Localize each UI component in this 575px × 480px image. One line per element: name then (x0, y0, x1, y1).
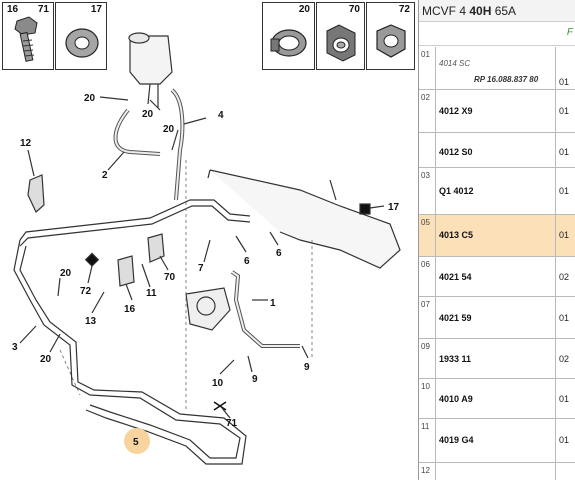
callout-9a: 9 (252, 374, 258, 385)
thumbnail-bolt-num-left: 16 (7, 4, 19, 15)
thumbnail-clamp-num: 20 (298, 4, 310, 15)
row-index: 09 (419, 339, 436, 378)
thumbnail-bolt-num-right: 71 (37, 4, 49, 15)
bolt-icon (14, 16, 38, 62)
part-row-10[interactable]: 12 (419, 463, 575, 480)
callout-6a: 6 (276, 248, 282, 259)
header-prefix: MCVF 4 (422, 4, 470, 18)
hose-clamp-icon (270, 29, 307, 57)
callout-2: 2 (102, 170, 108, 181)
row-index: 03 (419, 168, 436, 214)
callout-16: 16 (124, 304, 136, 315)
callout-1: 1 (270, 298, 276, 309)
parts-header: MCVF 4 40H 65A (419, 0, 575, 22)
row-index: 07 (419, 297, 436, 338)
row-note: 4014 SC (439, 59, 471, 68)
hose-assembly-drawing: 20 20 20 4 2 12 17 6 6 7 20 72 13 16 11 … (12, 32, 401, 465)
thumbnail-clamp[interactable]: 20 (262, 2, 315, 70)
row-index: 11 (419, 419, 436, 462)
part-row-1[interactable]: 02 4012 X9 01 (419, 90, 575, 133)
row-index: 10 (419, 379, 436, 418)
row-code: 4019 G4 (439, 435, 474, 445)
parts-diagram[interactable]: 16 71 17 20 70 (0, 0, 417, 480)
callout-20e: 20 (40, 354, 52, 365)
parts-list-panel: MCVF 4 40H 65A F 01 4014 SC RP 16.088.83… (418, 0, 575, 480)
callout-20a: 20 (84, 93, 96, 104)
thumbnail-washer[interactable]: 17 (55, 2, 107, 70)
row-code: 4021 59 (439, 313, 472, 323)
callout-4: 4 (218, 110, 224, 121)
subheader-flag: F (566, 27, 573, 38)
callout-5: 5 (133, 437, 139, 448)
part-row-5[interactable]: 06 4021 54 02 (419, 257, 575, 297)
callout-3: 3 (12, 342, 18, 353)
parts-subheader: F (419, 22, 575, 46)
row-code: 4010 A9 (439, 394, 473, 404)
row-code: 4013 C5 (439, 230, 474, 240)
callout-7: 7 (198, 263, 204, 274)
row-qty: 01 (555, 419, 575, 462)
row-code: 4012 X9 (439, 106, 473, 116)
part-row-0[interactable]: 01 4014 SC RP 16.088.837 80 01 (419, 47, 575, 90)
thumbnail-washer-num: 17 (90, 4, 102, 15)
row-qty: 01 (555, 379, 575, 418)
row-qty: 01 (555, 90, 575, 132)
callout-72: 72 (80, 286, 92, 297)
callout-13: 13 (85, 316, 97, 327)
part-row-8[interactable]: 10 4010 A9 01 (419, 379, 575, 419)
row-index: 01 (419, 47, 436, 89)
callout-numbers: 20 20 20 4 2 12 17 6 6 7 20 72 13 16 11 … (12, 93, 400, 448)
header-suffix: 65A (491, 4, 517, 18)
callout-12: 12 (20, 138, 32, 149)
row-qty: 01 (555, 47, 575, 89)
row-qty: 01 (555, 168, 575, 214)
callout-20c: 20 (163, 124, 175, 135)
row-qty: 01 (555, 215, 575, 256)
thumbnail-bolt[interactable]: 16 71 (2, 2, 54, 70)
row-index: 12 (419, 463, 436, 480)
thumbnail-clip-num: 70 (348, 4, 360, 15)
callout-11: 11 (146, 288, 157, 299)
row-code: 1933 11 (439, 354, 472, 364)
row-qty: 02 (555, 339, 575, 378)
callout-17: 17 (388, 202, 400, 213)
nut-icon (376, 24, 406, 58)
callout-20b: 20 (142, 109, 154, 120)
row-qty: 01 (555, 297, 575, 338)
callout-20d: 20 (60, 268, 72, 279)
row-code: 4021 54 (439, 272, 472, 282)
part-row-3[interactable]: 03 Q1 4012 01 (419, 168, 575, 215)
row-code: 4012 S0 (439, 147, 473, 157)
part-row-6[interactable]: 07 4021 59 01 (419, 297, 575, 339)
row-index (419, 133, 436, 167)
part-row-7[interactable]: 09 1933 11 02 (419, 339, 575, 379)
row-qty (555, 463, 575, 480)
row-ref: RP 16.088.837 80 (474, 75, 539, 84)
thumbnail-nut[interactable]: 72 (366, 2, 415, 70)
callout-9b: 9 (304, 362, 310, 373)
row-code: Q1 4012 (439, 186, 474, 196)
thumbnail-clip[interactable]: 70 (316, 2, 365, 70)
row-qty: 02 (555, 257, 575, 296)
part-row-4[interactable]: 05 4013 C5 01 (419, 215, 575, 257)
part-row-2[interactable]: 4012 S0 01 (419, 133, 575, 168)
callout-6b: 6 (244, 256, 250, 267)
clip-icon (326, 24, 356, 62)
row-index: 05 (419, 215, 436, 256)
thumbnail-nut-num: 72 (398, 4, 410, 15)
washer-icon (65, 28, 99, 58)
callout-71: 71 (226, 418, 238, 429)
part-row-9[interactable]: 11 4019 G4 01 (419, 419, 575, 463)
callout-10: 10 (212, 378, 224, 389)
callout-70: 70 (164, 272, 176, 283)
row-qty: 01 (555, 133, 575, 167)
row-index: 06 (419, 257, 436, 296)
header-bold: 40H (469, 4, 492, 18)
row-index: 02 (419, 90, 436, 132)
